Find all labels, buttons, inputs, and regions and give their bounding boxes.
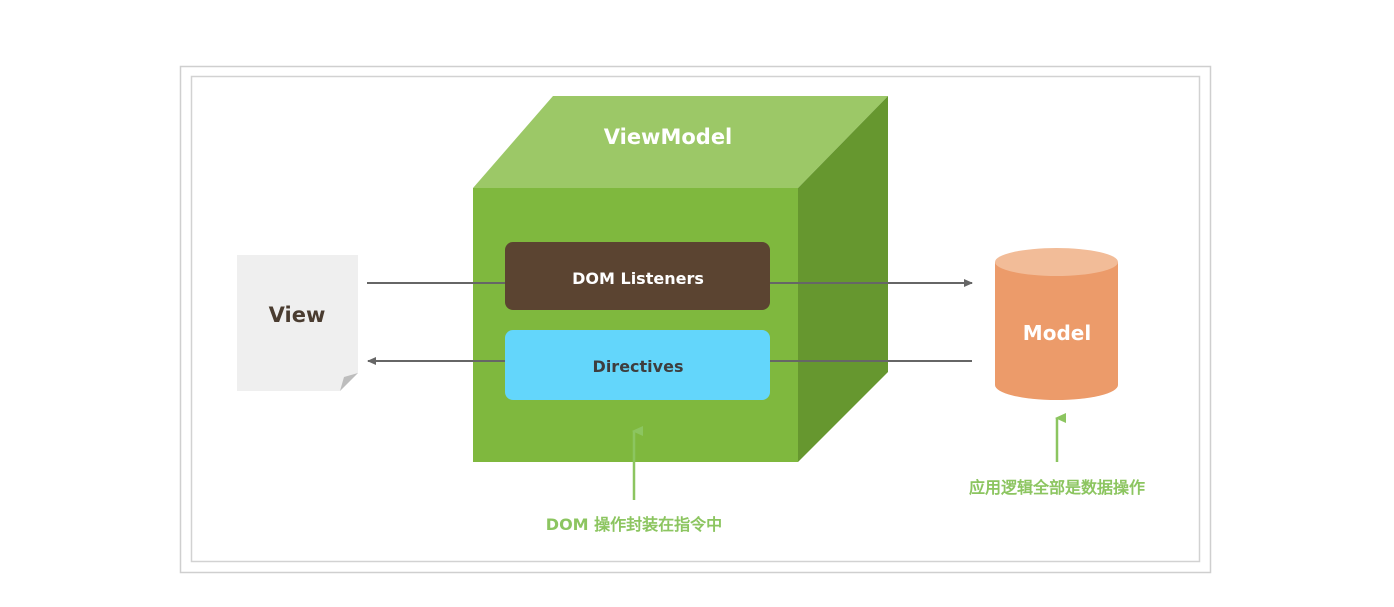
viewmodel-label: ViewModel [604,125,733,149]
cube-side [798,96,888,462]
dom-listeners-label: DOM Listeners [572,269,704,288]
dom-note: DOM 操作封装在指令中 [546,515,722,534]
model-label: Model [1023,321,1091,345]
dom-listeners-box [505,242,770,310]
directives-label: Directives [593,357,684,376]
view-document-icon: View [237,255,358,391]
directives-box [505,330,770,400]
model-database-icon: Model [995,248,1118,401]
cube-top [473,96,888,188]
model-note: 应用逻辑全部是数据操作 [969,478,1145,497]
viewmodel-cube: ViewModel [473,96,888,462]
cube-front [473,188,798,462]
view-label: View [269,303,326,327]
